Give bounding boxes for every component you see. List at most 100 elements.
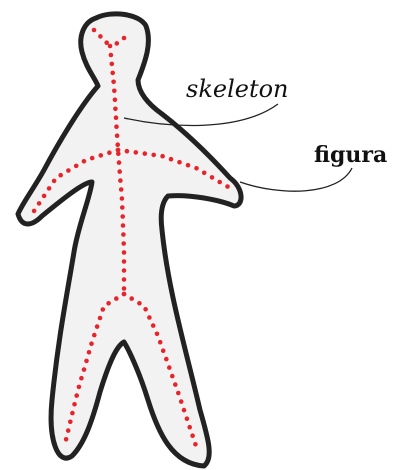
- skeleton-dot: [64, 437, 69, 442]
- skeleton-dot: [151, 153, 156, 158]
- skeleton-label: skeleton: [186, 75, 289, 103]
- skeleton-dot: [108, 44, 113, 49]
- skeleton-dot: [122, 268, 127, 273]
- figura-label: figura: [314, 142, 387, 168]
- skeleton-dot: [113, 98, 118, 103]
- skeleton-dot: [147, 315, 152, 320]
- skeleton-dot: [109, 53, 114, 58]
- skeleton-dot: [79, 376, 84, 381]
- skeleton-dot: [121, 223, 126, 228]
- skeleton-dot: [112, 89, 117, 94]
- skeleton-dot: [122, 277, 127, 282]
- skeleton-dot: [32, 209, 37, 214]
- skeleton-dot: [137, 301, 142, 306]
- skeleton-dot: [47, 186, 52, 191]
- skeleton-dot: [202, 171, 207, 176]
- skeleton-dot: [106, 301, 111, 306]
- skeleton-dot: [125, 149, 130, 154]
- skeleton-dot: [120, 205, 125, 210]
- skeleton-dot: [92, 333, 97, 338]
- skeleton-dot: [122, 259, 127, 264]
- skeleton-dot: [120, 214, 125, 219]
- skeleton-dot: [89, 341, 94, 346]
- skeleton-dot: [110, 62, 115, 67]
- skeleton-dot: [115, 142, 120, 147]
- skeleton-dot: [117, 169, 122, 174]
- skeleton-dot: [66, 428, 71, 433]
- skeleton-dot: [122, 292, 127, 297]
- skeleton-dot: [121, 241, 126, 246]
- skeleton-dot: [115, 41, 120, 46]
- skeleton-dot: [77, 385, 82, 390]
- skeleton-dot: [170, 374, 175, 379]
- skeleton-dot: [74, 164, 79, 169]
- skeleton-dot: [187, 425, 192, 430]
- skeleton-dot: [167, 365, 172, 370]
- skeleton-dot: [186, 163, 191, 168]
- skeleton-dot: [155, 332, 160, 337]
- skeleton-dot: [194, 166, 199, 171]
- skeleton-dot: [107, 150, 112, 155]
- skeleton-dot: [134, 150, 139, 155]
- skeleton-dot: [104, 40, 109, 45]
- skeleton-dot: [68, 420, 73, 425]
- skeleton-dot: [87, 350, 92, 355]
- skeleton-dot: [161, 348, 166, 353]
- skeleton-dot: [114, 115, 119, 120]
- skeleton-dot: [115, 133, 120, 138]
- skeleton-dot: [176, 391, 181, 396]
- skeleton-dot: [210, 175, 215, 180]
- skeleton-dot: [177, 160, 182, 165]
- skeleton-dot: [121, 232, 126, 237]
- skeleton-dot: [160, 154, 165, 159]
- skeleton-dot: [101, 307, 106, 312]
- skeleton-dot: [164, 357, 169, 362]
- skeleton-dot: [143, 151, 148, 156]
- skeleton-dot: [122, 286, 127, 291]
- skeleton-dot: [37, 201, 42, 206]
- skeleton-dot: [151, 323, 156, 328]
- skeleton-dot: [122, 250, 127, 255]
- skeleton-dot: [42, 194, 47, 199]
- skeleton-dot: [185, 416, 190, 421]
- skeleton-dot: [114, 124, 119, 129]
- skeleton-dot: [169, 157, 174, 162]
- skeleton-dot: [110, 71, 115, 76]
- skeleton-dot: [129, 296, 134, 301]
- skeleton-dot: [193, 442, 198, 447]
- skeleton-dot: [143, 307, 148, 312]
- skeleton-dot: [118, 178, 123, 183]
- skeleton-dot: [82, 159, 87, 164]
- skeleton-dot: [52, 179, 57, 184]
- skeleton-dot: [82, 367, 87, 372]
- skeleton-dot: [117, 160, 122, 165]
- skeleton-dot: [120, 196, 125, 201]
- figura-leader-line: [240, 168, 352, 191]
- skeleton-dot: [116, 148, 121, 153]
- skeleton-dot: [72, 402, 77, 407]
- skeleton-dot: [225, 184, 230, 189]
- skeleton-dot: [66, 168, 71, 173]
- skeleton-dot: [179, 399, 184, 404]
- skeleton-dot: [98, 34, 103, 39]
- skeleton-dot: [158, 340, 163, 345]
- skeleton-dot: [98, 316, 103, 321]
- skeleton-dot: [182, 408, 187, 413]
- skeleton-dot: [114, 296, 119, 301]
- skeleton-dot: [70, 411, 75, 416]
- skeleton-dot: [99, 153, 104, 158]
- skeleton-dot: [122, 36, 127, 41]
- skeleton-dot: [113, 107, 118, 112]
- skeleton-dot: [173, 382, 178, 387]
- skeleton-dot: [95, 324, 100, 329]
- skeleton-dot: [90, 156, 95, 161]
- skeleton-dot: [119, 187, 124, 192]
- skeleton-dot: [217, 180, 222, 185]
- skeleton-dot: [84, 359, 89, 364]
- skeleton-dot: [74, 393, 79, 398]
- skeleton-dot: [92, 28, 97, 33]
- skeleton-dot: [111, 80, 116, 85]
- skeleton-dot: [58, 173, 63, 178]
- skeleton-dot: [190, 433, 195, 438]
